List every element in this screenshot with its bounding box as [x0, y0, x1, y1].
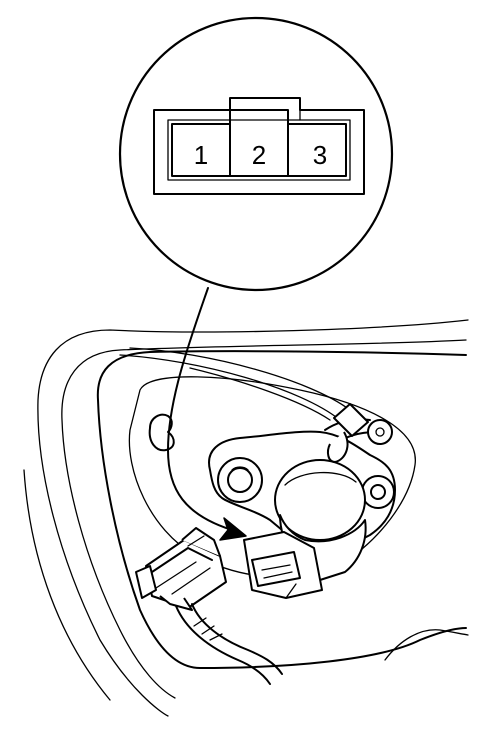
- sensor-connector-socket: [243, 531, 323, 599]
- connector-detail-callout: 1 2 3: [118, 16, 394, 292]
- throttle-position-sensor: [208, 430, 396, 581]
- sensor-recess: [128, 376, 416, 578]
- pin-label-2: 2: [252, 140, 266, 170]
- pin-label-3: 3: [313, 140, 327, 170]
- housing-panel: [23, 319, 469, 717]
- pin-cell-3: [287, 123, 347, 177]
- pin-label-1: 1: [194, 140, 208, 170]
- connector-face: 1 2 3: [153, 97, 365, 195]
- wire-clip: [324, 403, 393, 463]
- callout-arrow: [167, 287, 247, 541]
- wire-harness: [175, 603, 283, 685]
- harness-connector: [135, 527, 227, 611]
